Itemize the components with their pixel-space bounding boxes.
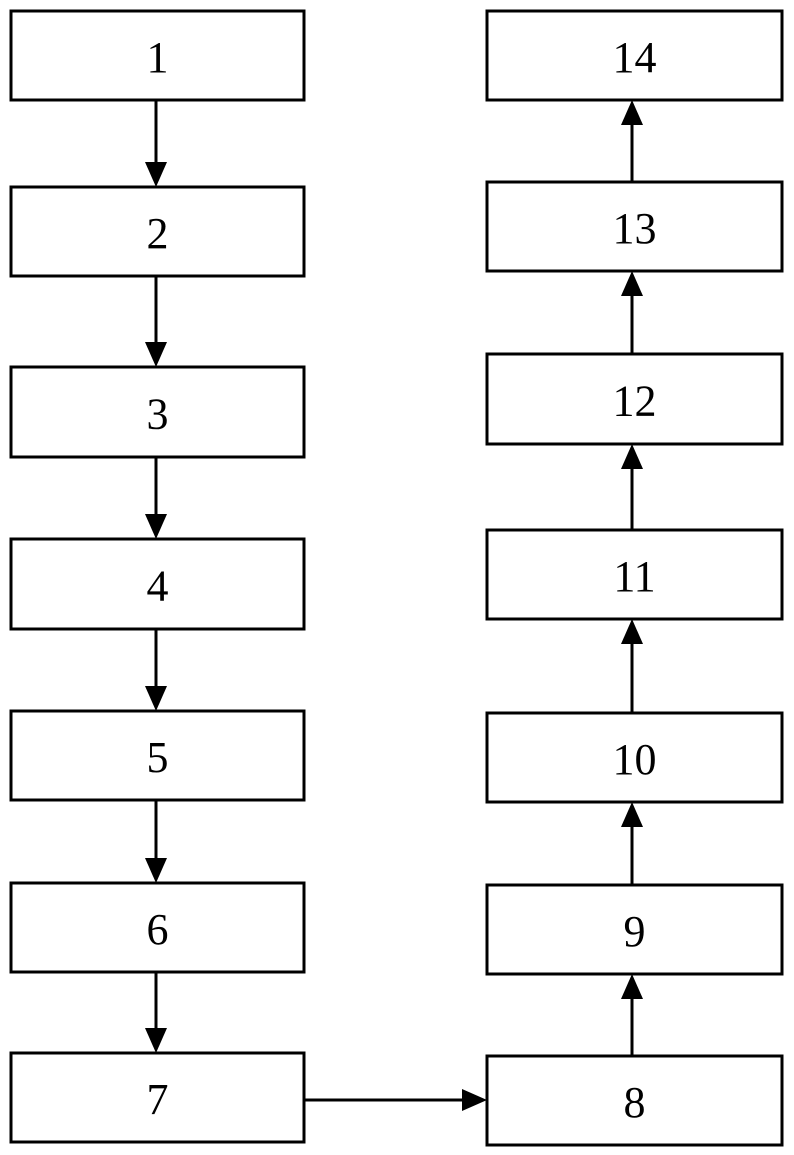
arrowhead-icon bbox=[621, 619, 643, 644]
flow-node-label: 11 bbox=[613, 552, 655, 601]
flow-node-9: 9 bbox=[485, 883, 784, 976]
flow-node-label: 13 bbox=[613, 204, 657, 253]
flow-node-12: 12 bbox=[485, 352, 784, 446]
flow-node-8: 8 bbox=[485, 1054, 784, 1147]
flow-node-box bbox=[485, 711, 784, 804]
flow-node-label: 7 bbox=[147, 1075, 169, 1124]
arrowhead-icon bbox=[145, 858, 167, 883]
flow-arrow-n10-n11 bbox=[621, 619, 643, 713]
flow-node-label: 14 bbox=[613, 33, 657, 82]
arrowhead-icon bbox=[145, 514, 167, 539]
flow-node-label: 5 bbox=[147, 733, 169, 782]
flow-node-4: 4 bbox=[9, 537, 306, 631]
flow-node-box bbox=[9, 1051, 306, 1144]
flow-node-label: 3 bbox=[147, 390, 169, 439]
flow-node-label: 12 bbox=[613, 377, 657, 426]
arrowhead-icon bbox=[145, 1028, 167, 1053]
arrowhead-icon bbox=[462, 1089, 487, 1111]
flow-node-label: 9 bbox=[624, 907, 646, 956]
flow-node-11: 11 bbox=[485, 528, 784, 621]
flow-arrow-n6-n7 bbox=[145, 972, 167, 1053]
flow-arrow-n11-n12 bbox=[621, 444, 643, 530]
flow-node-6: 6 bbox=[9, 881, 306, 974]
arrowhead-icon bbox=[145, 686, 167, 711]
flow-node-label: 6 bbox=[147, 905, 169, 954]
arrowhead-icon bbox=[621, 974, 643, 999]
flow-node-box bbox=[485, 528, 784, 621]
flow-node-box bbox=[485, 352, 784, 446]
edges-layer bbox=[145, 100, 643, 1111]
flow-arrow-n3-n4 bbox=[145, 457, 167, 539]
flow-node-label: 10 bbox=[613, 735, 657, 784]
flow-node-box bbox=[9, 185, 306, 278]
flow-node-box bbox=[9, 9, 306, 102]
flow-node-5: 5 bbox=[9, 709, 306, 802]
flow-arrow-n12-n13 bbox=[621, 271, 643, 354]
arrowhead-icon bbox=[621, 271, 643, 296]
flow-node-box bbox=[485, 1054, 784, 1147]
arrowhead-icon bbox=[145, 162, 167, 187]
flow-node-10: 10 bbox=[485, 711, 784, 804]
flow-arrow-n2-n3 bbox=[145, 276, 167, 367]
flow-node-1: 1 bbox=[9, 9, 306, 102]
flow-node-label: 2 bbox=[147, 209, 169, 258]
flow-arrow-n5-n6 bbox=[145, 800, 167, 883]
flow-arrow-n9-n10 bbox=[621, 802, 643, 885]
flow-arrow-n13-n14 bbox=[621, 100, 643, 182]
arrowhead-icon bbox=[621, 802, 643, 827]
flow-node-label: 4 bbox=[147, 562, 169, 611]
flow-node-box bbox=[9, 365, 306, 459]
arrowhead-icon bbox=[621, 444, 643, 469]
flow-node-label: 8 bbox=[624, 1078, 646, 1127]
flow-arrow-n8-n9 bbox=[621, 974, 643, 1056]
flow-arrow-n7-n8 bbox=[304, 1089, 487, 1111]
arrowhead-icon bbox=[145, 342, 167, 367]
flow-node-2: 2 bbox=[9, 185, 306, 278]
flow-node-14: 14 bbox=[485, 9, 784, 102]
flow-node-box bbox=[9, 881, 306, 974]
flow-node-13: 13 bbox=[485, 180, 784, 273]
flow-node-box bbox=[9, 709, 306, 802]
flow-node-7: 7 bbox=[9, 1051, 306, 1144]
flow-node-box bbox=[485, 883, 784, 976]
flow-node-box bbox=[9, 537, 306, 631]
arrowhead-icon bbox=[621, 100, 643, 125]
flow-node-label: 1 bbox=[147, 33, 169, 82]
flow-node-box bbox=[485, 180, 784, 273]
flow-node-box bbox=[485, 9, 784, 102]
flow-arrow-n4-n5 bbox=[145, 629, 167, 711]
flow-node-3: 3 bbox=[9, 365, 306, 459]
flow-arrow-n1-n2 bbox=[145, 100, 167, 187]
